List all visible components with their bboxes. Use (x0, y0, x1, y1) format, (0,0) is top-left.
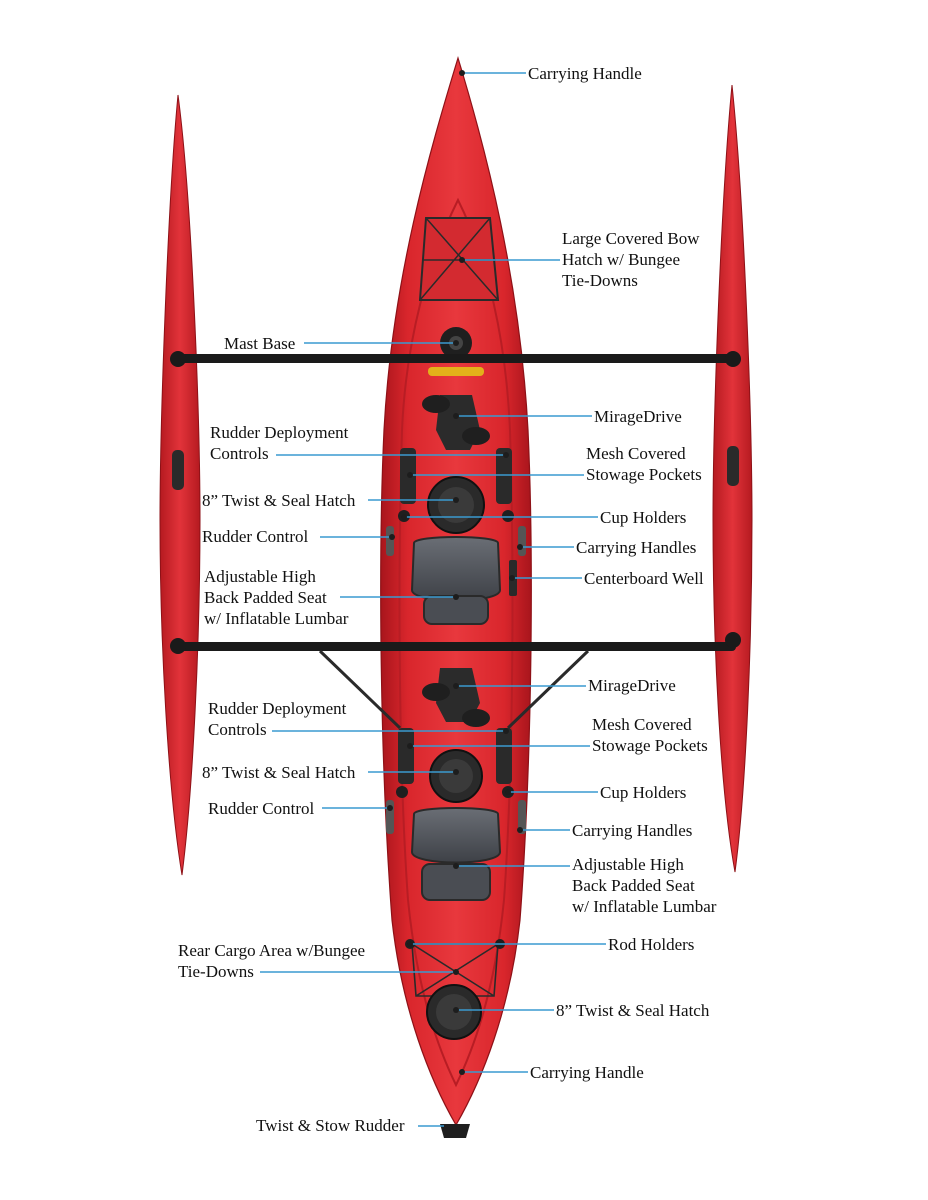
label-line: Adjustable High (204, 567, 316, 586)
label-cup-holders-1: Cup Holders (600, 507, 686, 528)
label-mesh-pockets-2: Mesh Covered Stowage Pockets (592, 714, 708, 756)
label-line: Rear Cargo Area w/Bungee (178, 941, 366, 960)
left-outrigger-fitting (172, 450, 184, 490)
label-text: Rod Holders (608, 935, 695, 954)
label-mesh-pockets-1: Mesh Covered Stowage Pockets (586, 443, 702, 485)
label-line: Tie-Downs (178, 962, 254, 981)
label-rudder-deploy-1: Rudder Deployment Controls (210, 422, 348, 464)
label-carrying-handle-bow: Carrying Handle (528, 63, 642, 84)
label-text: MirageDrive (588, 676, 676, 695)
label-rudder-deploy-2: Rudder Deployment Controls (208, 698, 346, 740)
label-text: Centerboard Well (584, 569, 704, 588)
label-line: Tie-Downs (562, 271, 638, 290)
label-text: Cup Holders (600, 508, 687, 527)
label-line: Mesh Covered (592, 715, 692, 734)
label-hatch-8-3: 8” Twist & Seal Hatch (556, 1000, 709, 1021)
mirage-drive-2 (436, 668, 480, 722)
front-crossbar (176, 354, 736, 363)
right-outrigger-fitting (727, 446, 739, 486)
label-line: Back Padded Seat (204, 588, 327, 607)
label-hatch-8-2: 8” Twist & Seal Hatch (202, 762, 355, 783)
label-line: Stowage Pockets (592, 736, 708, 755)
seat-1 (410, 536, 502, 602)
seat-2 (410, 807, 502, 864)
label-mirage-drive-1: MirageDrive (594, 406, 682, 427)
label-text: 8” Twist & Seal Hatch (202, 763, 356, 782)
label-carrying-handles-2: Carrying Handles (572, 820, 692, 841)
label-carrying-handles-1: Carrying Handles (576, 537, 696, 558)
label-text: Rudder Control (202, 527, 309, 546)
label-rudder: Twist & Stow Rudder (256, 1115, 405, 1136)
label-line: Rudder Deployment (208, 699, 347, 718)
label-mirage-drive-2: MirageDrive (588, 675, 676, 696)
label-line: w/ Inflatable Lumbar (204, 609, 349, 628)
right-strut (506, 649, 590, 730)
label-text: Carrying Handle (530, 1063, 644, 1082)
label-line: Controls (210, 444, 269, 463)
label-carrying-handle-stern: Carrying Handle (530, 1062, 644, 1083)
label-seat-1: Adjustable High Back Padded Seat w/ Infl… (204, 566, 348, 629)
label-text: 8” Twist & Seal Hatch (556, 1001, 710, 1020)
label-rudder-control-2: Rudder Control (208, 798, 314, 819)
label-line: Controls (208, 720, 267, 739)
label-bow-hatch: Large Covered Bow Hatch w/ Bungee Tie-Do… (562, 228, 700, 291)
label-centerboard-well: Centerboard Well (584, 568, 704, 589)
label-text: Cup Holders (600, 783, 687, 802)
label-text: Carrying Handles (572, 821, 693, 840)
label-line: Stowage Pockets (586, 465, 702, 484)
label-text: MirageDrive (594, 407, 682, 426)
hull-inner-rim (398, 197, 514, 1088)
label-rod-holders: Rod Holders (608, 934, 694, 955)
label-line: Adjustable High (572, 855, 684, 874)
label-line: w/ Inflatable Lumbar (572, 897, 717, 916)
leader-dots (387, 70, 523, 1075)
label-seat-2: Adjustable High Back Padded Seat w/ Infl… (572, 854, 716, 917)
label-line: Back Padded Seat (572, 876, 695, 895)
label-text: Twist & Stow Rudder (256, 1116, 405, 1135)
rear-crossbar (176, 642, 736, 651)
label-line: Large Covered Bow (562, 229, 700, 248)
leader-lines (260, 72, 606, 1127)
rudder (440, 1124, 470, 1138)
label-rear-cargo: Rear Cargo Area w/Bungee Tie-Downs (178, 940, 365, 982)
label-text: Mast Base (224, 334, 296, 353)
label-rudder-control-1: Rudder Control (202, 526, 308, 547)
label-hatch-8-1: 8” Twist & Seal Hatch (202, 490, 355, 511)
label-mast-base: Mast Base (224, 333, 295, 354)
label-text: Carrying Handle (528, 64, 642, 83)
label-line: Mesh Covered (586, 444, 686, 463)
label-cup-holders-2: Cup Holders (600, 782, 686, 803)
label-text: Rudder Control (208, 799, 315, 818)
label-text: Carrying Handles (576, 538, 697, 557)
label-line: Hatch w/ Bungee (562, 250, 681, 269)
label-line: Rudder Deployment (210, 423, 349, 442)
left-strut (318, 649, 402, 730)
label-text: 8” Twist & Seal Hatch (202, 491, 356, 510)
